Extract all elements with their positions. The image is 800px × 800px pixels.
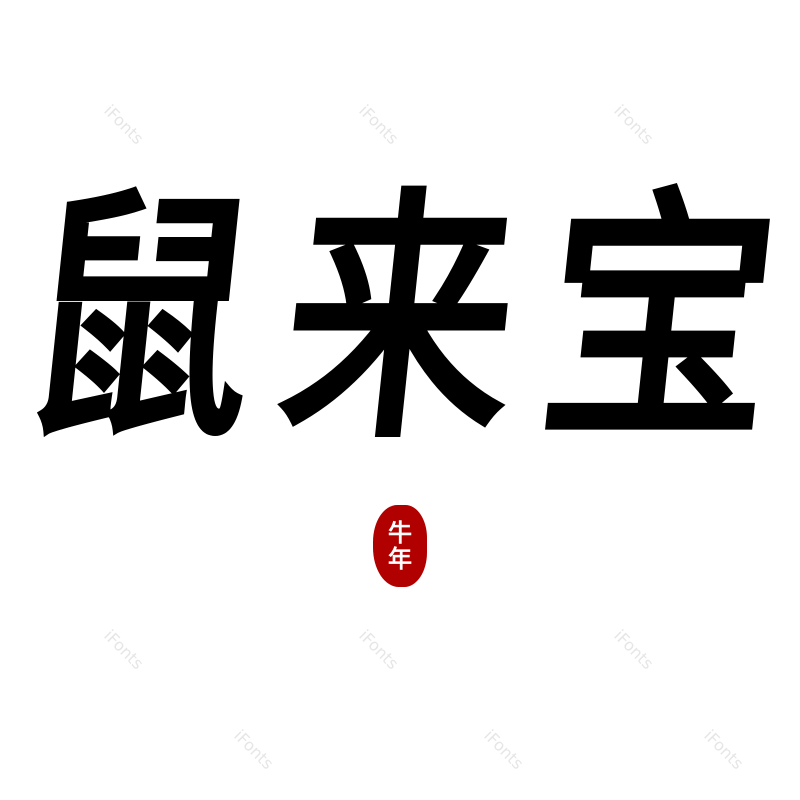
watermark: iFonts bbox=[230, 725, 278, 774]
watermark: iFonts bbox=[610, 100, 658, 149]
red-seal: 牛 年 bbox=[373, 505, 427, 587]
watermark: iFonts bbox=[100, 100, 148, 149]
watermark: iFonts bbox=[480, 725, 528, 774]
title-char: 宝 bbox=[528, 164, 792, 476]
title-char: 鼠 bbox=[8, 164, 272, 476]
title-char: 来 bbox=[268, 164, 532, 476]
watermark: iFonts bbox=[355, 625, 403, 674]
seal-char: 年 bbox=[388, 544, 412, 573]
calligraphy-title: 鼠 来 宝 bbox=[9, 165, 792, 476]
watermark: iFonts bbox=[100, 625, 148, 674]
watermark: iFonts bbox=[700, 725, 748, 774]
watermark: iFonts bbox=[610, 625, 658, 674]
watermark: iFonts bbox=[355, 100, 403, 149]
seal-char: 牛 bbox=[388, 517, 412, 547]
